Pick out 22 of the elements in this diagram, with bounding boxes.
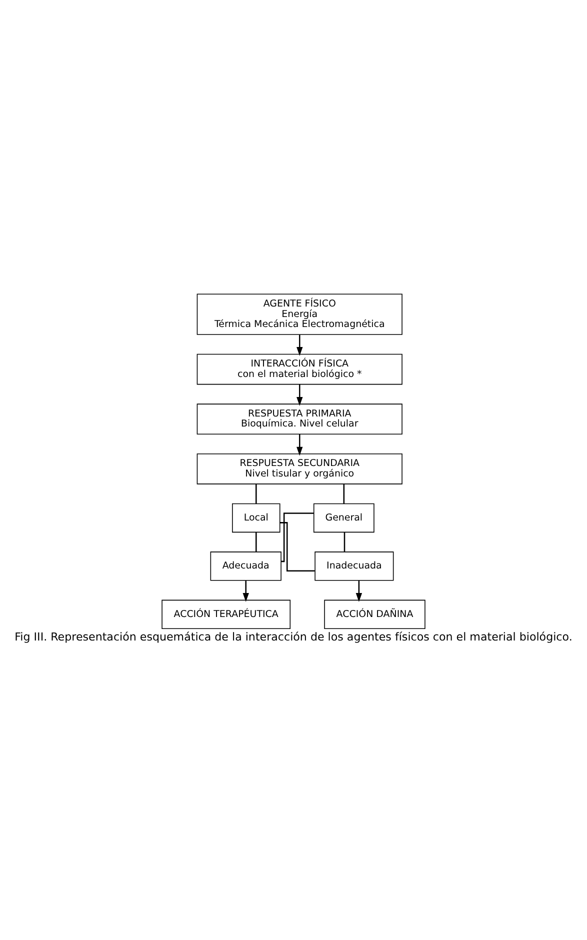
node-box: Local <box>232 502 280 532</box>
connector <box>280 522 315 572</box>
connector <box>256 532 257 552</box>
node-box: RESPUESTA PRIMARIA Bioquímica. Nivel celular <box>196 403 402 434</box>
node-box: RESPUESTA SECUNDARIA Nivel tisular y orgánico <box>196 453 402 484</box>
node-box: General <box>313 502 374 532</box>
arrow <box>296 334 303 356</box>
connector <box>256 484 257 504</box>
node-box: AGENTE FÍSICO Energía Térmica Mecánica Electromagnética <box>196 293 402 334</box>
arrow <box>296 434 303 456</box>
node-box: Inadecuada <box>314 551 394 580</box>
arrow <box>296 384 303 406</box>
connector <box>343 484 345 504</box>
node-box: Adecuada <box>210 551 282 580</box>
node-box: ACCIÓN DAÑINA <box>324 599 426 629</box>
caption: Fig III. Representación esquemática de la interacción de los agentes físicos con el material biológico. <box>14 630 572 644</box>
connector <box>344 532 346 552</box>
arrow <box>242 580 249 602</box>
node-box: ACCIÓN TERAPÉUTICA <box>162 599 291 629</box>
connector <box>281 512 314 562</box>
arrow <box>356 580 362 602</box>
node-box: INTERACCIÓN FÍSICA con el material biológico * <box>196 353 402 384</box>
